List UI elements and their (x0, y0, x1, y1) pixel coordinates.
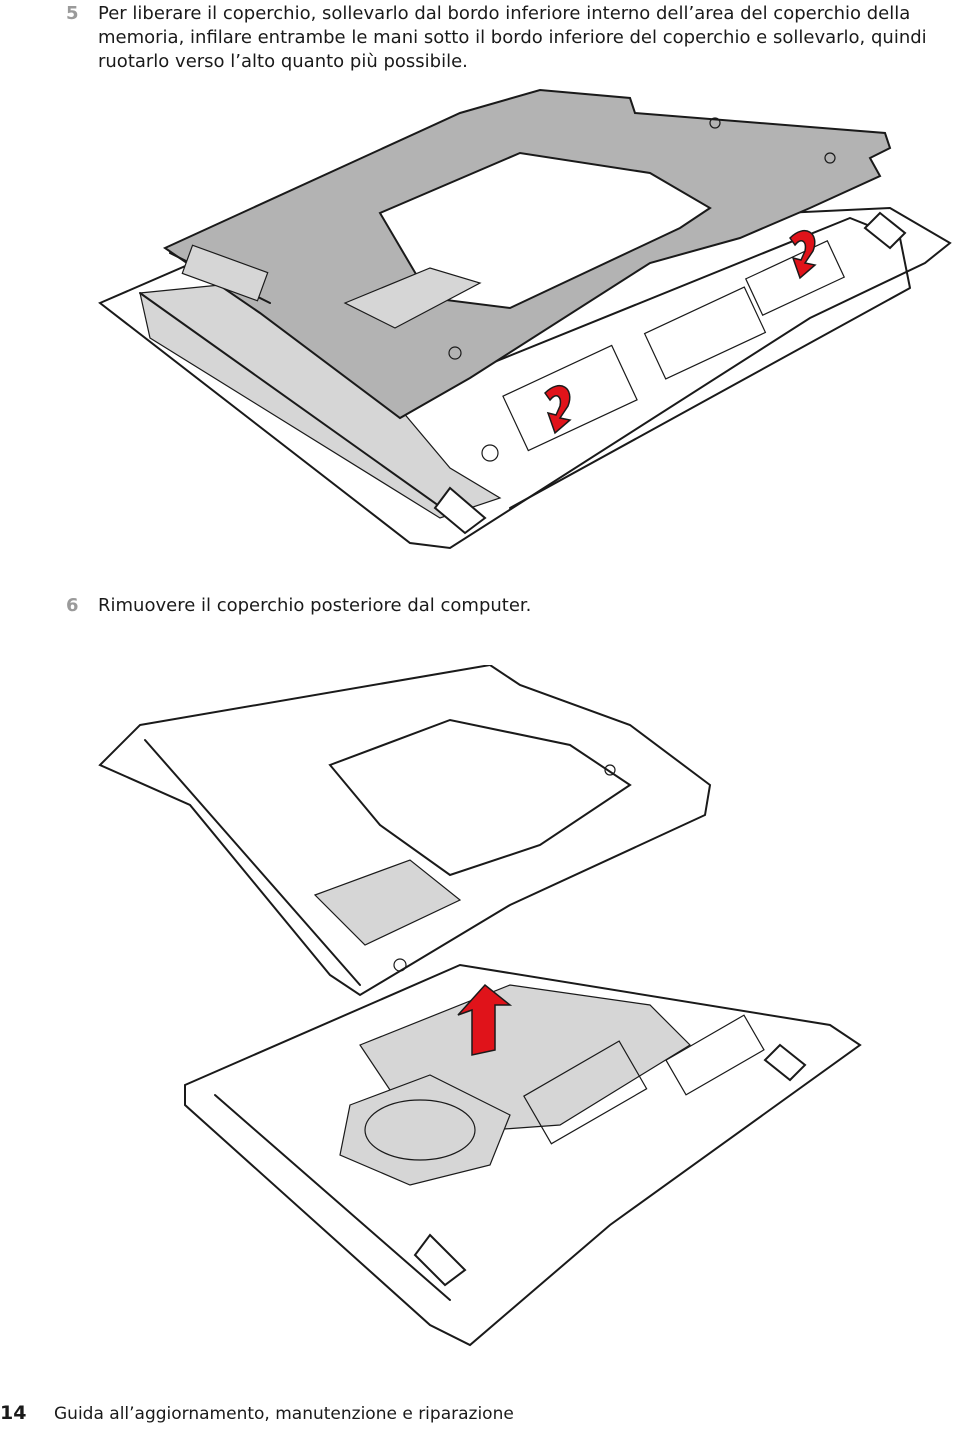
cover-recess (313, 859, 462, 946)
figure-remove-cover (98, 665, 862, 1347)
cover-memory-opening (328, 718, 632, 877)
straight-up-arrow-icon (457, 983, 513, 1056)
document-title: Guida all’aggiornamento, manutenzione e … (54, 1404, 514, 1424)
page-number: 14 (0, 1402, 27, 1424)
left-foot (413, 1233, 467, 1287)
figure-lift-cover (98, 88, 952, 550)
curved-rotate-arrow-icon (789, 230, 817, 280)
step-number: 5 (66, 3, 79, 24)
optical-bay (181, 244, 269, 302)
hard-drive (339, 1074, 511, 1186)
display-panel (184, 963, 862, 1347)
step-instruction: Rimuovere il coperchio posteriore dal co… (98, 595, 532, 616)
step-number: 6 (66, 595, 79, 616)
curved-rotate-arrow-icon (544, 385, 572, 435)
page-footer: 14 Guida all’aggiornamento, manutenzione… (0, 1402, 960, 1429)
step-instruction: Per liberare il coperchio, sollevarlo da… (98, 3, 927, 72)
left-foot (433, 486, 487, 535)
right-foot (863, 211, 907, 250)
right-foot (763, 1043, 807, 1082)
